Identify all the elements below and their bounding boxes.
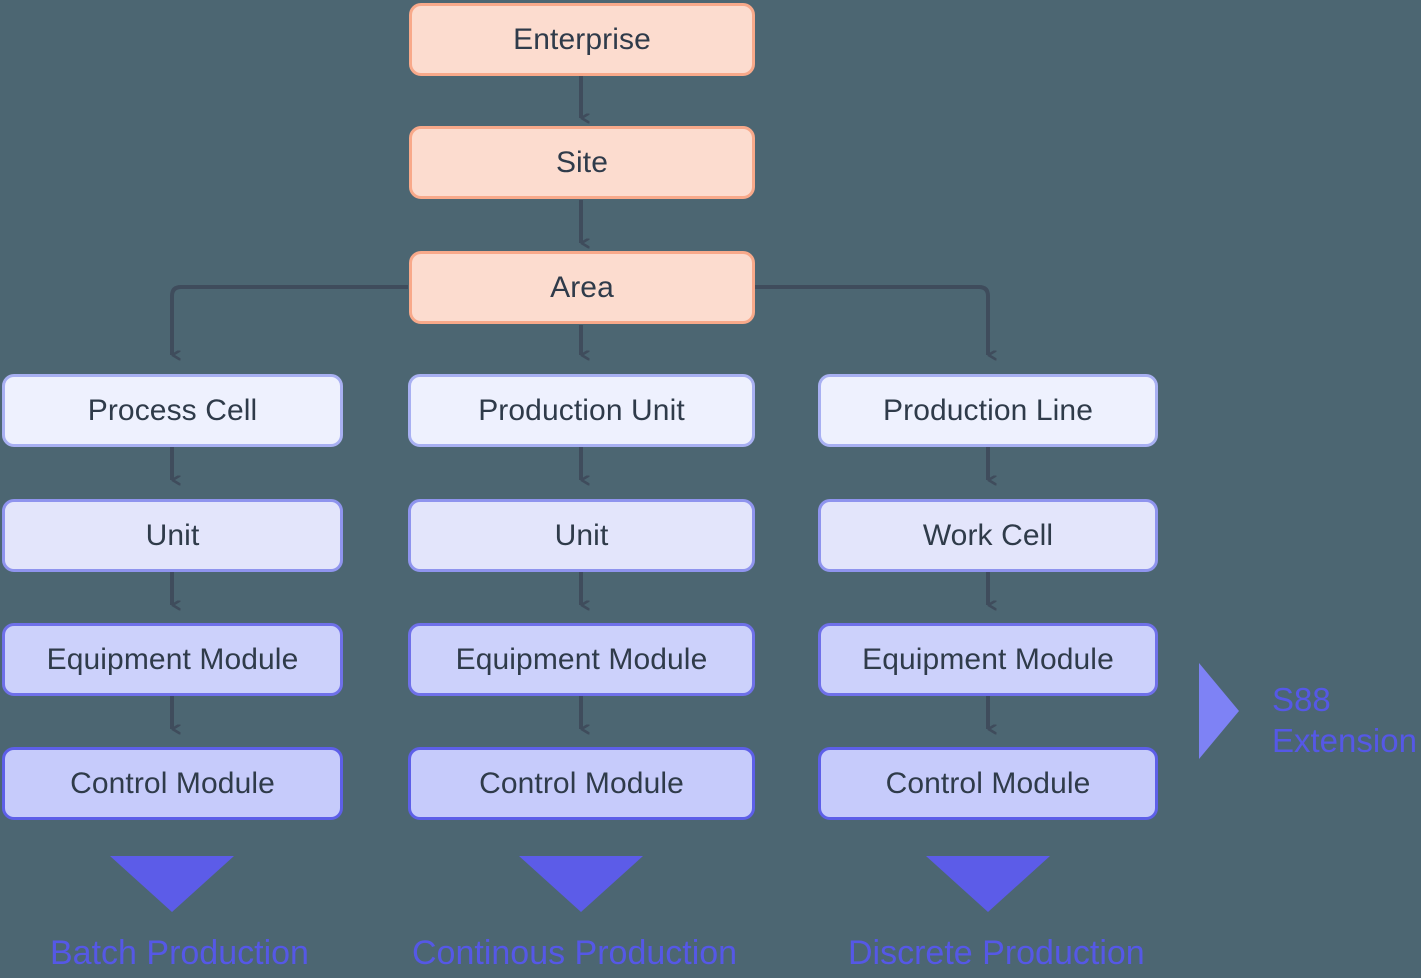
node-label: Process Cell xyxy=(87,393,258,427)
node-label: Control Module xyxy=(885,766,1091,800)
node-site-label: Site xyxy=(555,145,609,179)
node-enterprise[interactable]: Enterprise xyxy=(409,3,755,76)
node-site[interactable]: Site xyxy=(409,126,755,199)
node-batch-process-cell[interactable]: Process Cell xyxy=(2,374,343,447)
s88-extension-label: S88 Extension xyxy=(1272,679,1417,762)
node-label: Equipment Module xyxy=(862,642,1114,676)
node-continuous-unit[interactable]: Unit xyxy=(408,499,755,572)
node-batch-equipment-module[interactable]: Equipment Module xyxy=(2,623,343,696)
s88-extension-line2: Extension xyxy=(1272,722,1417,760)
node-continuous-control-module[interactable]: Control Module xyxy=(408,747,755,820)
funnel-arrow-continuous xyxy=(519,856,643,912)
funnel-arrow-batch xyxy=(110,856,234,912)
node-discrete-equipment-module[interactable]: Equipment Module xyxy=(818,623,1158,696)
node-batch-unit[interactable]: Unit xyxy=(2,499,343,572)
node-label: Unit xyxy=(554,518,609,552)
node-label: Equipment Module xyxy=(46,642,299,676)
node-continuous-equipment-module[interactable]: Equipment Module xyxy=(408,623,755,696)
node-continuous-production-unit[interactable]: Production Unit xyxy=(408,374,755,447)
s88-extension-line1: S88 xyxy=(1272,681,1331,718)
node-batch-control-module[interactable]: Control Module xyxy=(2,747,343,820)
node-discrete-production-line[interactable]: Production Line xyxy=(818,374,1158,447)
node-label: Production Unit xyxy=(478,393,685,427)
node-area-label: Area xyxy=(550,270,614,304)
node-enterprise-label: Enterprise xyxy=(513,22,651,56)
node-label: Work Cell xyxy=(922,518,1054,552)
s88-extension-arrow-icon xyxy=(1199,663,1239,759)
funnel-arrow-discrete xyxy=(926,856,1050,912)
node-discrete-work-cell[interactable]: Work Cell xyxy=(818,499,1158,572)
node-discrete-control-module[interactable]: Control Module xyxy=(818,747,1158,820)
caption-batch-production: Batch Production xyxy=(50,934,309,972)
node-label: Unit xyxy=(145,518,200,552)
node-label: Production Line xyxy=(883,393,1093,427)
node-area[interactable]: Area xyxy=(409,251,755,324)
caption-discrete-production: Discrete Production xyxy=(848,934,1145,972)
node-label: Equipment Module xyxy=(455,642,708,676)
node-label: Control Module xyxy=(479,766,684,800)
node-label: Control Module xyxy=(70,766,275,800)
caption-continuous-production: Continous Production xyxy=(412,934,738,972)
